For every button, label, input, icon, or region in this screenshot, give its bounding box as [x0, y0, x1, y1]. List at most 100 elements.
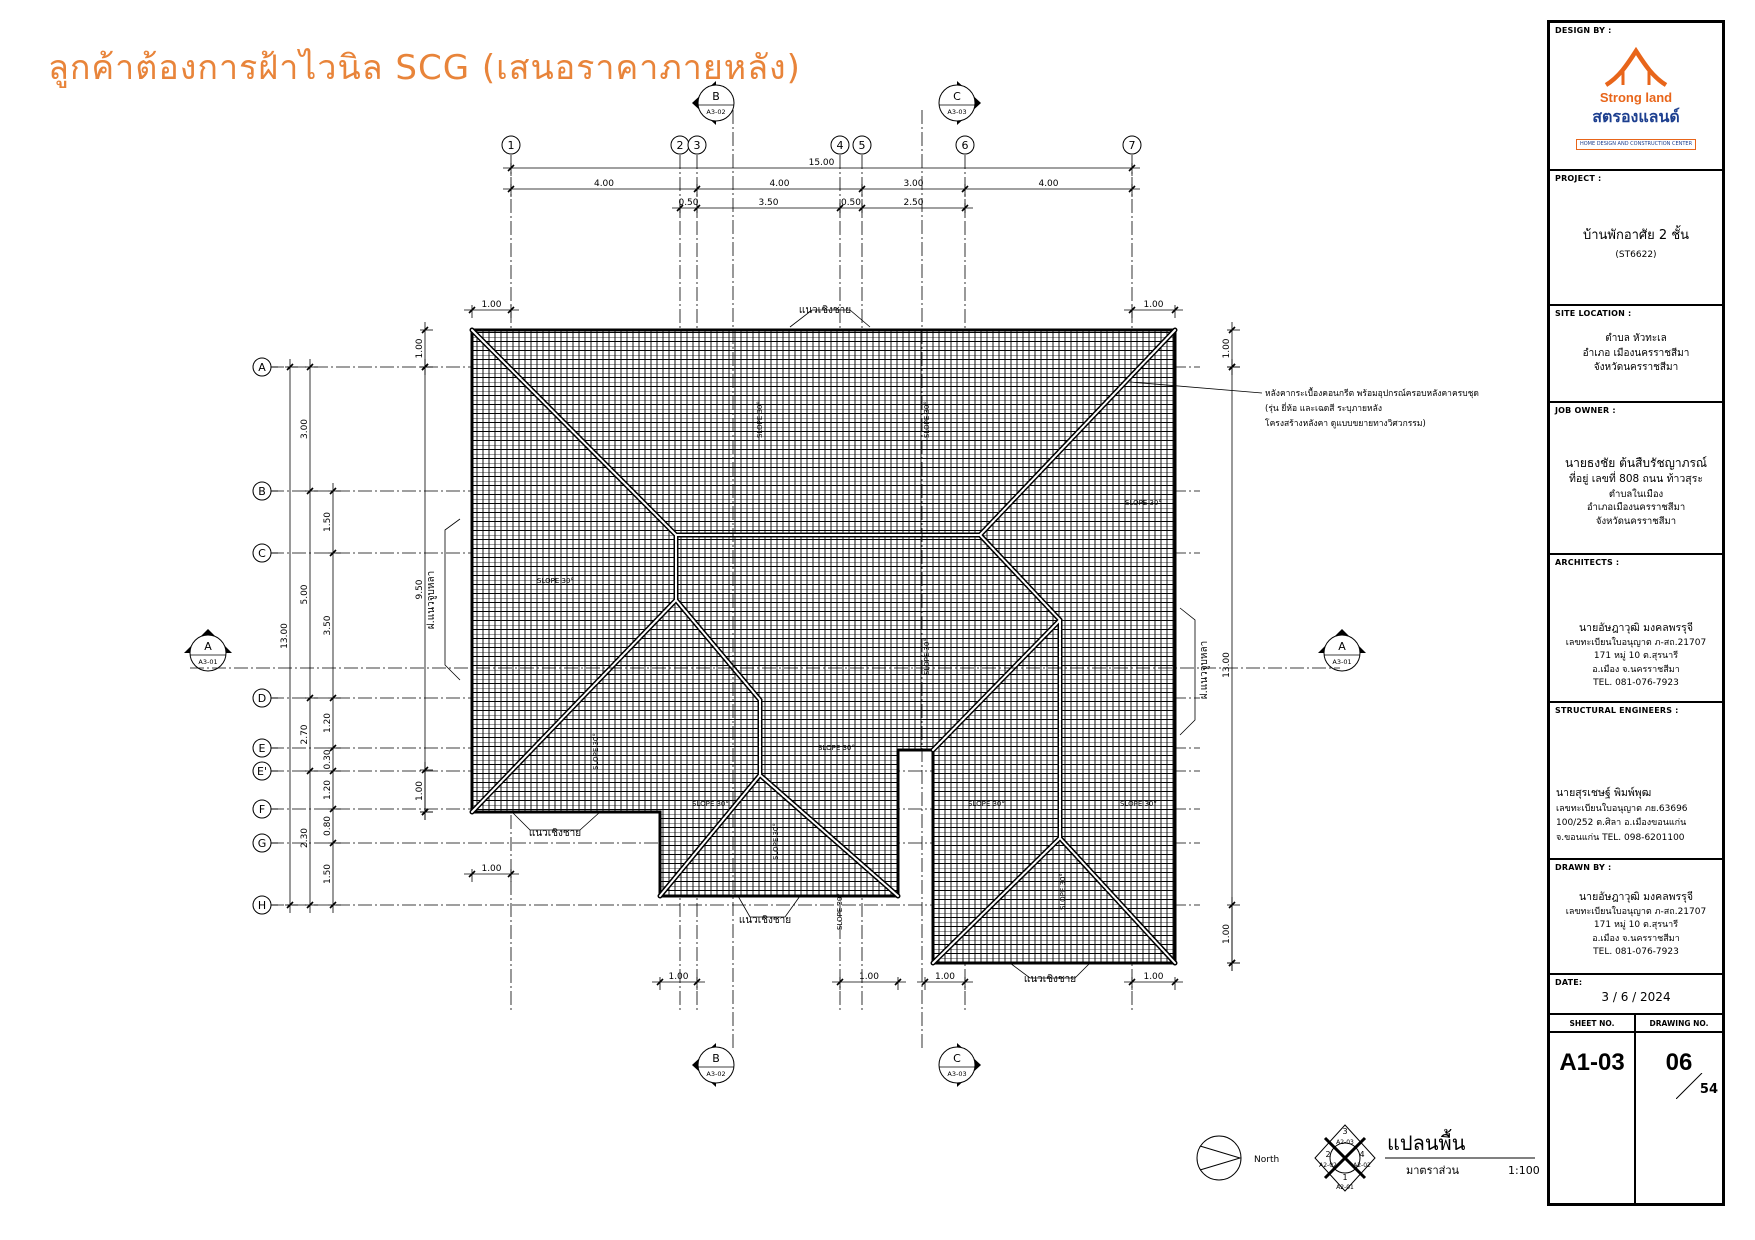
key-plan-sheet-left: A2-02	[1319, 1162, 1337, 1169]
project-label: PROJECT :	[1555, 174, 1602, 183]
grid-bubble-label: 1	[508, 139, 515, 152]
eave-label-right: แนวเชิงชาย	[1024, 974, 1076, 985]
architect-line: อ.เมือง จ.นครราชสีมา	[1592, 664, 1680, 675]
section-letter: A	[1338, 640, 1346, 653]
section-marker-c: CA3-03	[938, 1043, 981, 1087]
logo-thai: สตรองแลนด์	[1592, 107, 1680, 127]
structural-engineers-label: STRUCTURAL ENGINEERS :	[1555, 706, 1679, 715]
key-plan-top: 3	[1342, 1127, 1347, 1136]
architect-line: TEL. 081-076-7923	[1593, 678, 1679, 689]
roof-outline	[470, 328, 1177, 965]
section-sheet: A3-01	[1332, 658, 1351, 666]
dimension-value: 1.00	[1143, 972, 1163, 982]
architect-line: นายอัษฎาวุฒิ มงคลพรรุจี	[1579, 622, 1693, 634]
dimension-value: 0.50	[841, 198, 861, 208]
grid-bubble-label: 4	[837, 139, 844, 152]
dimension-value: 1.50	[323, 864, 333, 884]
company-logo: Strong land สตรองแลนด์ HOME DESIGN AND C…	[1550, 46, 1722, 151]
grid-bubble-row: C	[252, 543, 278, 563]
slope-label: SLOPE 30°	[836, 893, 844, 930]
dimension-value: 1.00	[1143, 300, 1163, 310]
drawing-no-value: 06	[1665, 1049, 1693, 1076]
dimension-value: 0.30	[323, 749, 333, 769]
roof-hips-inner	[471, 329, 1176, 964]
dimension-value: 1.00	[668, 972, 688, 982]
owner-line: ที่อยู่ เลขที่ 808 ถนน ท้าวสุระ	[1568, 473, 1703, 486]
ridge-note-right: ฝ.แนวจูบหลา	[1199, 641, 1210, 699]
grid-bubble-row: E	[252, 738, 278, 758]
site-location-cell: SITE LOCATION : ตำบล หัวทะเล อำเภอ เมือง…	[1550, 306, 1722, 403]
drawn-line: นายอัษฎาวุฒิ มงคลพรรุจี	[1579, 891, 1693, 903]
dimension-value: 4.00	[594, 179, 614, 189]
drawn-line: 171 หมู่ 10 ต.สุรนารี	[1593, 920, 1679, 931]
grid-bubble-row: F	[252, 799, 278, 819]
struct-line: จ.ขอนแก่น TEL. 098-6201100	[1556, 832, 1685, 843]
dimension-value: 3.50	[758, 198, 778, 208]
section-sheet: A3-02	[706, 108, 725, 116]
section-marker-a: AA3-01	[184, 629, 232, 672]
dimension-value: 1.00	[1222, 924, 1232, 944]
slope-label: SLOPE 30°	[968, 800, 1005, 808]
slope-label: SLOPE 30°	[818, 744, 855, 752]
section-marker-c: CA3-03	[938, 81, 981, 125]
dimension-value: 1.20	[323, 713, 333, 733]
dimension-value: 0.80	[323, 816, 333, 836]
roof-note-line: หลังคากระเบื้องคอนกรีต พร้อมอุปกรณ์ครอบห…	[1265, 387, 1479, 399]
grid-bubble-label: A	[258, 361, 266, 374]
dimension-value: 4.00	[769, 179, 789, 189]
slope-label: SLOPE 30°	[772, 823, 780, 860]
owner-line: อำเภอเมืองนครราชสีมา	[1586, 502, 1686, 514]
structural-engineers-cell: STRUCTURAL ENGINEERS : นายสุรเชษฐ์ พิมพ์…	[1550, 703, 1722, 860]
grid-bubble-row: H	[252, 895, 278, 915]
roof-plan	[469, 327, 1178, 966]
section-sheet: A3-02	[706, 1070, 725, 1078]
sheet-no-value: A1-03	[1559, 1049, 1625, 1076]
date-cell: DATE: 3 / 6 / 2024	[1550, 975, 1722, 1015]
slope-labels: SLOPE 30° SLOPE 30° SLOPE 30° SLOPE 30° …	[537, 401, 1162, 930]
job-owner-label: JOB OWNER :	[1555, 406, 1616, 415]
section-letter: A	[204, 640, 212, 653]
key-plan-sheet-bottom: A2-01	[1336, 1184, 1354, 1191]
dimension-value: 1.00	[1222, 338, 1232, 358]
grid-bubble-label: H	[258, 899, 266, 912]
site-line: จังหวัดนครราชสีมา	[1593, 362, 1679, 373]
design-by-label: DESIGN BY :	[1555, 26, 1612, 35]
dimension-value: 3.00	[300, 419, 310, 439]
customer-note: ลูกค้าต้องการฝ้าไวนิล SCG (เสนอราคาภายหล…	[48, 48, 801, 88]
owner-line: ตำบลในเมือง	[1608, 488, 1664, 500]
dimension-value: 1.00	[415, 338, 425, 358]
grid-bubble-column: 5	[852, 135, 872, 155]
grid-bubble-label: 7	[1129, 139, 1136, 152]
grid-bubble-row: A	[252, 357, 278, 377]
key-plan-sheet-top: A2-03	[1336, 1139, 1354, 1146]
owner-line: นายธงชัย ต้นสืบรัชญาภรณ์	[1564, 456, 1708, 470]
design-by-cell: DESIGN BY : Strong land สตรองแลนด์ HOME …	[1550, 23, 1722, 171]
drawing-title: แปลนพื้น	[1387, 1129, 1466, 1155]
project-name: บ้านพักอาศัย 2 ชั้น	[1582, 228, 1690, 243]
section-letter: B	[712, 90, 720, 103]
grid-bubble-column: 6	[955, 135, 975, 155]
dimension-value: 1.50	[323, 512, 333, 532]
grid-bubble-column: 3	[687, 135, 707, 155]
eave-label-top: แนวเชิงชาย	[799, 305, 851, 316]
roof-note-line: (รุ่น ยี่ห้อ และเฉดสี ระบุภายหลัง	[1265, 402, 1382, 414]
grid-bubble-label: F	[259, 803, 265, 816]
slope-label: SLOPE 30°	[592, 733, 600, 770]
grid-bubble-row: G	[252, 833, 278, 853]
drawn-line: เลขทะเบียนใบอนุญาต ภ-สถ.21707	[1565, 906, 1707, 917]
grid-bubble-label: B	[258, 485, 266, 498]
roof-note: หลังคากระเบื้องคอนกรีต พร้อมอุปกรณ์ครอบห…	[1129, 381, 1479, 429]
dimension-value: 1.00	[415, 781, 425, 801]
drawn-line: อ.เมือง จ.นครราชสีมา	[1592, 933, 1680, 944]
dimension-value: 4.00	[1038, 179, 1058, 189]
drawing-no-col: DRAWING NO. 06 54	[1636, 1015, 1722, 1203]
slope-label: SLOPE 30°	[923, 638, 931, 675]
key-plan-sheet-right: A2-02	[1353, 1162, 1371, 1169]
section-letter: B	[712, 1052, 720, 1065]
date-label: DATE:	[1555, 978, 1583, 987]
logo-roof-icon	[1604, 46, 1668, 87]
architects-label: ARCHITECTS :	[1555, 558, 1620, 567]
grid-bubble-row: B	[252, 481, 278, 501]
